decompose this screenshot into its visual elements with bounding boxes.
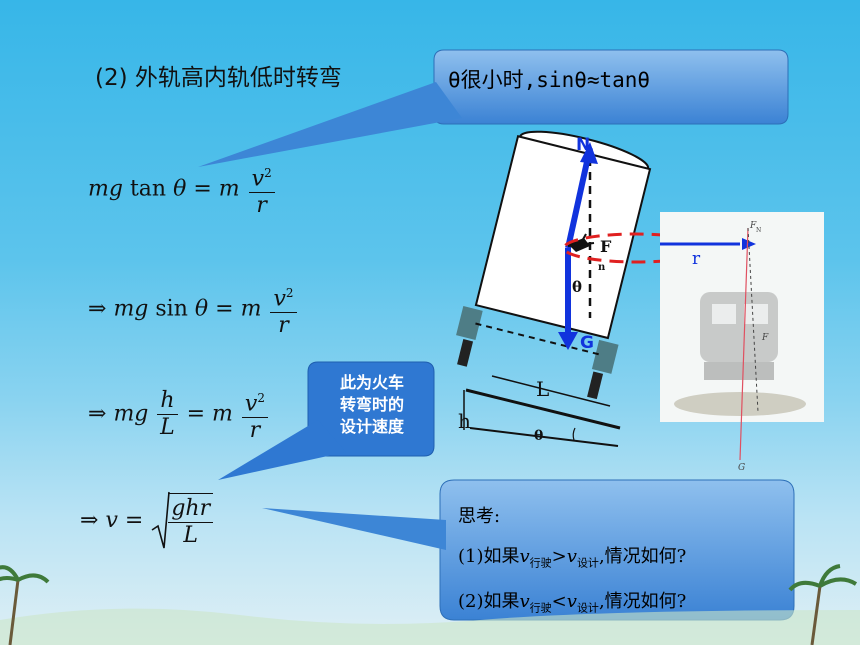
q1-v1: v — [519, 546, 530, 567]
callout-design-line: 转弯时的 — [339, 395, 404, 414]
q2-sub2: 设计 — [576, 601, 599, 615]
q2-prefix: (2)如果 — [458, 590, 520, 612]
q1-prefix: (1)如果 — [458, 546, 520, 567]
label-h: h — [458, 409, 471, 433]
q2-v2: v — [566, 590, 577, 612]
q1-v2: v — [566, 546, 577, 567]
callout-top-pointer — [198, 82, 462, 167]
right-wheel-block — [591, 339, 619, 374]
q2-sub1: 行驶 — [529, 601, 552, 615]
ground-line — [469, 427, 619, 447]
train-diagram: N F n θ G L h θ — [456, 130, 670, 447]
label-F: F — [600, 237, 612, 256]
car-body — [474, 135, 652, 340]
label-n: n — [598, 262, 606, 273]
label-theta-top: θ — [572, 278, 582, 296]
q1-operator: > — [551, 546, 567, 567]
sqrt-sign — [151, 491, 171, 549]
callout-design-text: 此为火车 转弯时的 设计速度 — [310, 372, 434, 438]
side-figure: r F N F G — [660, 212, 824, 473]
q2-suffix: ,情况如何? — [598, 590, 687, 612]
callout-design-bubble — [307, 361, 435, 457]
circular-path — [562, 232, 670, 264]
label-G-small: G — [738, 463, 745, 473]
normal-force-arrow — [565, 147, 593, 249]
q2-operator: < — [551, 590, 567, 612]
force-line-red — [739, 227, 749, 461]
q2-v1: v — [519, 590, 530, 612]
think-question-2: (2)如果v行驶<v设计,情况如何? — [458, 587, 686, 616]
incline-track — [465, 388, 621, 430]
think-heading: 思考: — [458, 506, 501, 527]
label-L: L — [536, 377, 549, 401]
q1-suffix: ,情况如何? — [598, 546, 687, 567]
left-wheel-block — [456, 306, 483, 341]
q1-sub1: 行驶 — [529, 556, 552, 570]
label-FN-sub: N — [756, 227, 761, 234]
callout-think-pointer — [262, 508, 446, 550]
callout-design-line: 设计速度 — [339, 417, 404, 436]
callout-design-pointer — [218, 420, 346, 480]
slide-title: (2) 外轨高内轨低时转弯 — [95, 65, 342, 91]
think-box: 思考: (1)如果v行驶>v设计,情况如何? (2)如果v行驶<v设计,情况如何… — [458, 502, 686, 615]
label-N: N — [576, 135, 590, 155]
decorative-ground — [0, 564, 860, 645]
label-FN: F — [749, 221, 757, 231]
q1-sub2: 设计 — [576, 556, 599, 570]
label-r: r — [692, 249, 701, 269]
callout-top-bubble — [433, 49, 789, 125]
think-question-1: (1)如果v行驶>v设计,情况如何? — [458, 542, 686, 571]
label-F-small: F — [761, 333, 769, 343]
label-theta-bottom: θ — [534, 428, 543, 444]
callout-top-text: θ很小时,sinθ≈tanθ — [448, 68, 651, 92]
label-G: G — [580, 333, 594, 353]
callout-design-line: 此为火车 — [339, 373, 404, 392]
